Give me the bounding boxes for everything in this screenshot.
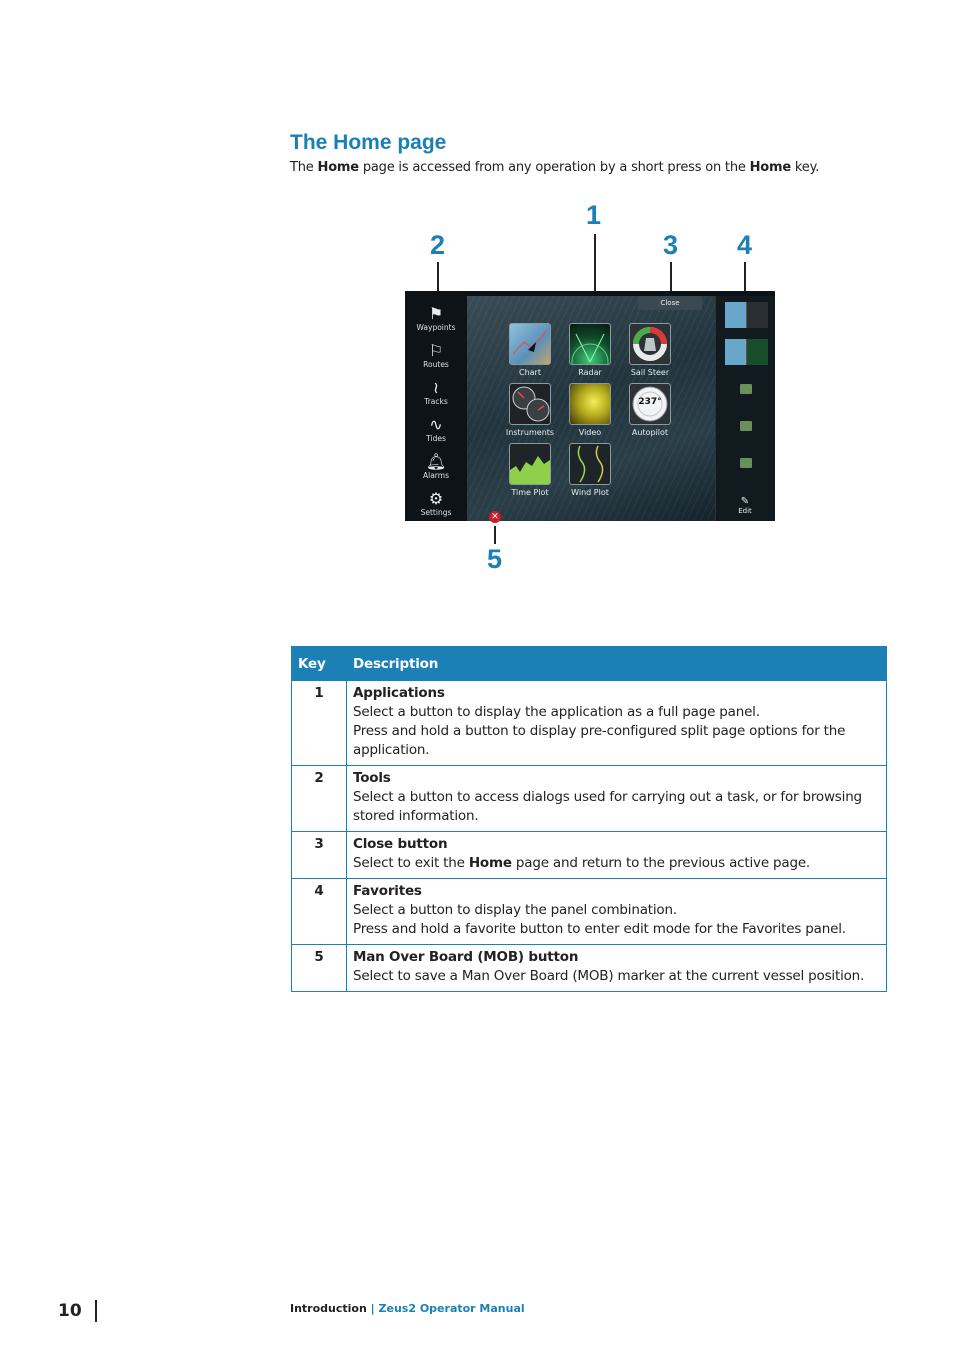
favorite-empty-slot-2[interactable] (740, 421, 752, 431)
table-row: 2 Tools Select a button to access dialog… (291, 765, 887, 832)
leader-line-1 (594, 234, 596, 306)
gear-icon: ⚙ (428, 489, 444, 508)
table-row: 4 Favorites Select a button to display t… (291, 878, 887, 945)
running-footer: Introduction | Zeus2 Operator Manual (290, 1302, 525, 1315)
tools-panel: ⚑ Waypoints ⚐ Routes ≀ Tracks ∿ Tides 🔔︎… (405, 291, 467, 521)
page-number-divider (95, 1300, 97, 1322)
favorite-chart-instruments[interactable] (725, 302, 768, 328)
table-row: 3 Close button Select to exit the Home p… (291, 831, 887, 879)
header-key: Key (291, 646, 347, 681)
footer-manual-title: Zeus2 Operator Manual (378, 1302, 525, 1315)
tool-settings-button[interactable]: ⚙ Settings (405, 489, 467, 518)
edit-favorites-button[interactable]: ✎ Edit (715, 496, 775, 515)
favorite-empty-slot-3[interactable] (740, 458, 752, 468)
radar-icon (569, 323, 611, 365)
autopilot-icon: 237° (629, 383, 671, 425)
footer-section: Introduction (290, 1302, 367, 1315)
app-chart-button[interactable]: Chart (499, 323, 561, 377)
bell-icon: 🔔︎ (425, 452, 447, 471)
track-icon: ≀ (433, 378, 439, 397)
page-number: 10 (58, 1301, 82, 1321)
app-video-button[interactable]: Video (559, 383, 621, 437)
close-button[interactable]: Close (638, 296, 702, 310)
chart-icon (509, 323, 551, 365)
app-radar-button[interactable]: Radar (559, 323, 621, 377)
leader-line-2 (437, 262, 439, 298)
callout-4: 4 (737, 230, 753, 260)
header-description: Description (346, 646, 887, 681)
callout-5: 5 (487, 544, 503, 574)
intro-paragraph: The Home page is accessed from any opera… (290, 160, 820, 175)
tool-waypoints-button[interactable]: ⚑ Waypoints (405, 304, 467, 333)
favorite-empty-slot-1[interactable] (740, 384, 752, 394)
sail-steer-icon (629, 323, 671, 365)
leader-line-5 (494, 526, 496, 544)
callout-3: 3 (663, 230, 679, 260)
favorite-chart-radar[interactable] (725, 339, 768, 365)
wave-icon: ∿ (429, 415, 443, 434)
instruments-icon (509, 383, 551, 425)
tool-tides-button[interactable]: ∿ Tides (405, 415, 467, 444)
home-screen: Chart Radar Sail Steer Instruments (405, 291, 775, 521)
video-icon (569, 383, 611, 425)
leader-line-3 (670, 262, 672, 298)
mob-icon: ✕ (491, 512, 499, 522)
callout-1: 1 (586, 200, 602, 230)
footer-separator: | (370, 1302, 375, 1315)
mob-button[interactable]: ✕ (489, 511, 501, 523)
time-plot-icon (509, 443, 551, 485)
favorites-panel (715, 296, 775, 521)
description-table: Key Description 1 Applications Select a … (291, 646, 887, 992)
home-page-figure: 1 2 3 4 5 Chart Radar (405, 198, 775, 578)
flag-icon: ⚑ (428, 304, 444, 323)
app-autopilot-button[interactable]: 237° Autopilot (619, 383, 681, 437)
callout-2: 2 (430, 230, 446, 260)
app-sail-steer-button[interactable]: Sail Steer (619, 323, 681, 377)
leader-line-4 (744, 262, 746, 298)
app-wind-plot-button[interactable]: Wind Plot (559, 443, 621, 497)
table-row: 1 Applications Select a button to displa… (291, 680, 887, 766)
tool-alarms-button[interactable]: 🔔︎ Alarms (405, 452, 467, 481)
wrench-icon: ✎ (740, 496, 750, 507)
wind-plot-icon (569, 443, 611, 485)
app-time-plot-button[interactable]: Time Plot (499, 443, 561, 497)
route-icon: ⚐ (428, 341, 444, 360)
applications-area: Chart Radar Sail Steer Instruments (467, 296, 715, 521)
table-row: 5 Man Over Board (MOB) button Select to … (291, 944, 887, 992)
page-heading: The Home page (290, 131, 447, 154)
tool-routes-button[interactable]: ⚐ Routes (405, 341, 467, 370)
tool-tracks-button[interactable]: ≀ Tracks (405, 378, 467, 407)
autopilot-heading-readout: 237° (638, 397, 662, 407)
app-instruments-button[interactable]: Instruments (499, 383, 561, 437)
